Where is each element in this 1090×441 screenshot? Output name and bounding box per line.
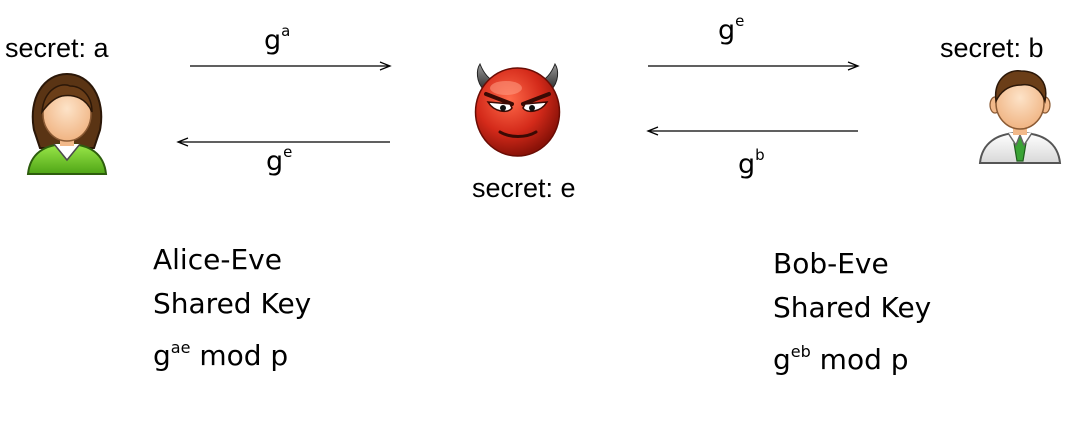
msg-exponent: e	[735, 12, 745, 30]
woman-avatar-icon	[26, 72, 108, 175]
bob-eve-key-subtitle: Shared Key	[773, 291, 932, 324]
msg-eve-to-bob: ge	[718, 12, 745, 46]
key-suffix: mod p	[190, 339, 289, 372]
eve-secret-label: secret: e	[472, 173, 576, 203]
key-exponent: ae	[170, 338, 191, 357]
alice-avatar	[22, 68, 112, 176]
bob-eve-key-title: Bob-Eve	[773, 247, 889, 280]
bob-avatar	[975, 65, 1065, 165]
alice-eve-key-block: Alice-Eve Shared Key gae mod p	[153, 238, 311, 378]
eve-avatar	[470, 60, 565, 160]
arrow-eve-to-alice	[176, 137, 390, 147]
msg-exponent: b	[755, 146, 765, 164]
arrow-eve-to-bob	[648, 61, 860, 71]
key-exponent: eb	[790, 342, 811, 361]
bob-eve-key-block: Bob-Eve Shared Key geb mod p	[773, 242, 931, 382]
msg-eve-to-alice: ge	[266, 143, 293, 177]
msg-bob-to-eve: gb	[738, 146, 765, 180]
bob-secret-label: secret: b	[940, 33, 1044, 63]
devil-face-icon	[474, 62, 561, 157]
msg-base: g	[718, 15, 736, 46]
key-base: g	[773, 343, 791, 376]
alice-eve-key-title: Alice-Eve	[153, 243, 282, 276]
msg-base: g	[738, 149, 756, 180]
key-base: g	[153, 339, 171, 372]
msg-base: g	[266, 146, 284, 177]
msg-alice-to-eve: ga	[264, 22, 291, 56]
key-suffix: mod p	[810, 343, 909, 376]
alice-secret-label: secret: a	[5, 33, 109, 63]
msg-base: g	[264, 25, 282, 56]
arrow-bob-to-eve	[646, 126, 858, 136]
alice-eve-key-subtitle: Shared Key	[153, 287, 312, 320]
alice-eve-key-formula: gae mod p	[153, 326, 311, 378]
arrow-alice-to-eve	[190, 61, 392, 71]
msg-exponent: a	[281, 22, 291, 40]
man-avatar-icon	[978, 70, 1062, 164]
bob-eve-key-formula: geb mod p	[773, 330, 931, 382]
msg-exponent: e	[283, 143, 293, 161]
